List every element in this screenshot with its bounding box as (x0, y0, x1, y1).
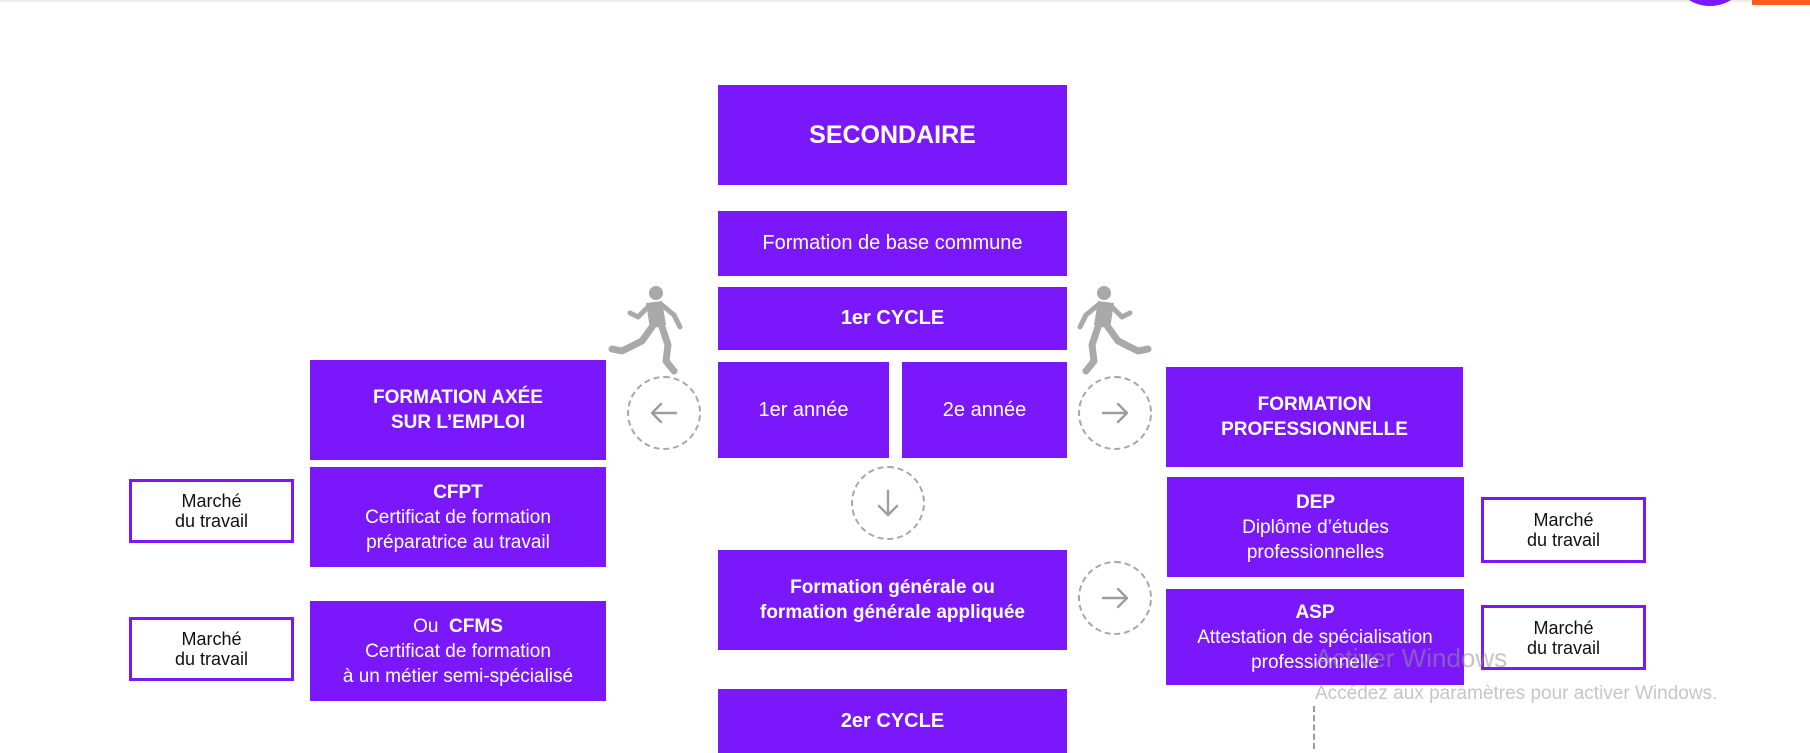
annee2-label: 2e année (942, 398, 1027, 421)
cycle1-box: 1er CYCLE (718, 287, 1067, 350)
formation-axee-emploi-box: FORMATION AXÉE SUR L’EMPLOI (310, 360, 606, 460)
cfms-line1: Certificat de formation (365, 640, 551, 662)
windows-watermark-title: Activer Windows (1315, 643, 1508, 673)
marche-label-line1: Marché (1533, 617, 1594, 638)
formation-generale-line2: formation générale appliquée (760, 602, 1025, 623)
secondaire-box: SECONDAIRE (718, 85, 1067, 185)
marche-label-line2: du travail (174, 649, 249, 669)
asp-title: ASP (1295, 601, 1335, 623)
dep-line1: Diplôme d’études (1242, 516, 1389, 538)
cfms-line2: à un métier semi-spécialisé (342, 665, 574, 687)
marche-label-line2: du travail (1526, 637, 1601, 658)
dep-box: DEP Diplôme d’études professionnelles (1167, 477, 1464, 577)
marche-label-line1: Marché (181, 491, 242, 511)
arrow-right-icon (1078, 376, 1152, 450)
annee1-label: 1er année (758, 398, 849, 421)
base-commune-label: Formation de base commune (762, 232, 1023, 254)
arrow-down-icon (851, 466, 925, 540)
dep-line2: professionnelles (1246, 541, 1385, 563)
jumping-person-icon (608, 286, 683, 375)
formation-generale-box: Formation générale ou formation générale… (718, 550, 1067, 650)
cfms-title: CFMS (449, 615, 503, 637)
formation-generale-line1: Formation générale ou (790, 577, 995, 598)
secondaire-label: SECONDAIRE (809, 120, 976, 149)
arrow-right-icon (1078, 561, 1152, 635)
marche-label-line2: du travail (1526, 530, 1601, 550)
cfms-prefix: Ou (413, 615, 439, 637)
arrow-left-icon (627, 376, 701, 450)
formation-axee-line1: FORMATION AXÉE (373, 387, 543, 408)
formation-professionnelle-line2: PROFESSIONNELLE (1221, 419, 1408, 440)
formation-professionnelle-box: FORMATION PROFESSIONNELLE (1166, 367, 1463, 467)
corner-avatar[interactable] (1670, 0, 1750, 6)
marche-travail-cfms: Marché du travail (129, 617, 294, 681)
corner-accent (1752, 0, 1810, 5)
windows-watermark-subtitle: Accédez aux paramètres pour activer Wind… (1315, 683, 1718, 704)
jumping-person-icon (1077, 286, 1152, 375)
cfms-title-line: Ou CFMS (413, 614, 503, 639)
marche-label-line2: du travail (174, 511, 249, 531)
cfpt-line1: Certificat de formation (365, 506, 551, 528)
dep-title: DEP (1295, 491, 1336, 513)
annee1-box: 1er année (718, 362, 889, 458)
cfms-box: Ou CFMS Certificat de formation à un mét… (310, 601, 606, 701)
asp-line2: professionnelle (1251, 651, 1379, 673)
annee2-box: 2e année (902, 362, 1067, 458)
cfpt-box: CFPT Certificat de formation préparatric… (310, 467, 606, 567)
cfpt-title: CFPT (433, 481, 483, 503)
cfpt-line2: préparatrice au travail (366, 531, 550, 553)
base-commune-box: Formation de base commune (718, 211, 1067, 276)
cycle1-label: 1er CYCLE (840, 307, 945, 329)
marche-label-line1: Marché (181, 629, 242, 649)
marche-travail-cfpt: Marché du travail (129, 479, 294, 543)
cycle2-box: 2er CYCLE (718, 689, 1067, 753)
marche-label-line1: Marché (1533, 510, 1594, 530)
top-border (0, 0, 1810, 2)
asp-line1: Attestation de spécialisation (1197, 626, 1433, 648)
marche-travail-dep: Marché du travail (1481, 497, 1646, 563)
dashed-connector (1313, 706, 1315, 749)
formation-axee-line2: SUR L’EMPLOI (390, 412, 526, 433)
marche-travail-asp: Marché du travail (1481, 605, 1646, 670)
formation-professionnelle-line1: FORMATION (1257, 394, 1372, 415)
asp-box: ASP Attestation de spécialisation profes… (1166, 589, 1464, 685)
cycle2-label: 2er CYCLE (840, 709, 945, 732)
